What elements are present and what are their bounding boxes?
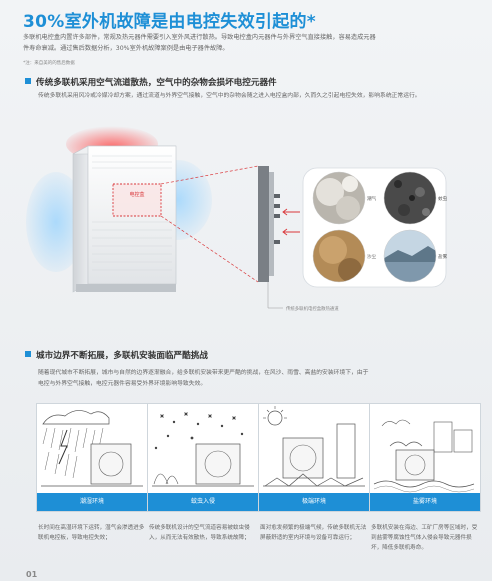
page-title: 30%室外机故障是由电控失效引起的*: [23, 12, 316, 32]
salt-fog-image: [384, 230, 436, 282]
section1-heading: 传统多联机采用空气流道散热，空气中的杂物会损坏电控元器件: [25, 76, 277, 88]
intro-line-1: 多联机电控盒内置许多部件，常规及热元器件需要引入室外风进行散热。导致电控盒内元器…: [23, 34, 376, 41]
insects-illustration: [152, 411, 254, 487]
connector-line-bottom: [160, 215, 259, 283]
moisture-image: [313, 172, 365, 224]
control-box-highlight: [112, 183, 162, 217]
humid-illustration: [41, 410, 143, 487]
extreme-illustration: [263, 406, 365, 487]
card-desc-extreme: 面对愈发频繁的极端气候，传统多联机无法屏蔽舒适的室内环境与设备可靠运行；: [260, 525, 367, 541]
control-box-label: 电控盒: [129, 191, 144, 198]
card-insects: 蚊虫入侵: [147, 403, 259, 512]
panel-caption: 传统多联机电控盒散热通道: [286, 305, 339, 312]
contaminant-label-salt-fog: 盐雾: [438, 253, 448, 260]
caption-leader-line: [267, 282, 283, 309]
card-extreme: 极端环境: [258, 403, 370, 512]
hero-diagram: 电控盒: [26, 126, 448, 312]
bullet-square-icon: [25, 78, 31, 84]
card-humid: 潮湿环境: [36, 403, 148, 512]
section1-heading-text: 传统多联机采用空气流道散热，空气中的杂物会损坏电控元器件: [36, 78, 277, 88]
card-label-insects: 蚊虫入侵: [148, 493, 258, 511]
footnote: *注：来自美的的售后数据: [23, 61, 75, 66]
contaminant-label-sand: 沙尘: [367, 253, 377, 260]
bullet-square-icon: [25, 351, 31, 357]
card-desc-insects: 传统多联机设计的空气流道容易被蚊虫侵入，从而无法有效散热，导致系统故障；: [149, 525, 250, 541]
page-number: 01: [26, 570, 38, 579]
card-label-salt: 盐雾环境: [370, 493, 480, 511]
intro-line-2: 件寿命衰减。通过售后数据分析，30%室外机故障案例是由电子器件故障。: [23, 45, 229, 52]
contaminant-label-insects: 蚊虫: [438, 195, 448, 202]
control-panel-side-view: [258, 166, 280, 282]
card-desc-humid: 长时间在高湿环境下运转，湿气会渗透进多联机电控板，导致电控失效；: [38, 525, 145, 541]
section2-heading: 城市边界不断拓展，多联机安装面临严酷挑战: [25, 349, 208, 361]
section2-body-line-1: 随着现代城市不断拓展，城市与自然的边界逐渐融合，给多联机安装带来更严酷的挑战，在…: [38, 370, 369, 376]
card-label-extreme: 极端环境: [259, 493, 369, 511]
card-salt: 盐雾环境: [369, 403, 481, 512]
section1-body: 传统多联机采用风冷或冷媒冷却方案，通过流道与外界空气接触，空气中的杂物会随之进入…: [38, 93, 421, 99]
cool-air-glow-left: [26, 172, 86, 272]
contaminant-label-moisture: 潮气: [367, 195, 377, 202]
salt-illustration: [373, 419, 475, 493]
card-label-humid: 潮湿环境: [37, 493, 147, 511]
connector-line-top: [160, 165, 259, 185]
airflow-arrows: [282, 208, 300, 236]
section2-body-line-2: 电控与外界空气接触，电控元器件容易受外界环境影响导致失效。: [38, 381, 207, 387]
outdoor-unit-illustration: [72, 145, 177, 293]
section2-heading-text: 城市边界不断拓展，多联机安装面临严酷挑战: [36, 351, 208, 361]
insects-image: [384, 172, 436, 224]
card-desc-salt: 多联机安装在海边、工矿厂房等区域时，受到盐雾等腐蚀性气体入侵会导致元器件损坏，降…: [371, 525, 478, 551]
